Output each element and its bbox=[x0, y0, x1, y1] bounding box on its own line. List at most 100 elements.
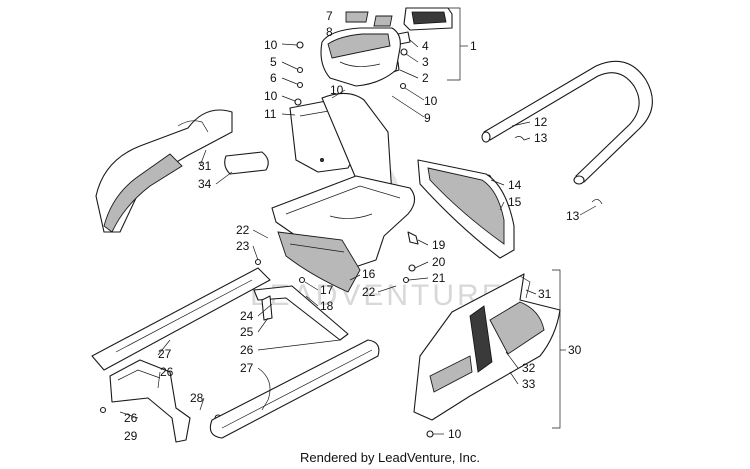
callout-22: 22 bbox=[236, 223, 250, 237]
screw-10a bbox=[296, 41, 304, 49]
leader-c33 bbox=[509, 371, 519, 385]
callout-3: 3 bbox=[422, 55, 429, 69]
leader-c26b bbox=[157, 371, 161, 389]
clamp-13b bbox=[591, 199, 603, 205]
rear-light-cowl bbox=[320, 11, 401, 87]
bracket-30 bbox=[552, 269, 561, 429]
leader-c16 bbox=[349, 274, 361, 281]
callout-11: 11 bbox=[264, 107, 277, 121]
callout-2: 2 bbox=[422, 71, 429, 85]
callout-21: 21 bbox=[432, 271, 446, 285]
callout-29: 29 bbox=[124, 429, 138, 443]
callout-10: 10 bbox=[330, 83, 344, 97]
leader-c4 bbox=[409, 39, 419, 48]
callout-26: 26 bbox=[124, 411, 138, 425]
callout-24: 24 bbox=[240, 309, 254, 323]
grab-handle-end-b bbox=[573, 175, 585, 185]
left-side-panel bbox=[95, 109, 269, 233]
snow-flap bbox=[277, 231, 361, 293]
bracket-29-edge bbox=[117, 369, 161, 381]
callout-10: 10 bbox=[424, 94, 438, 108]
snow-flap-line bbox=[289, 243, 345, 253]
leader-c10b bbox=[281, 95, 296, 102]
leader-c32 bbox=[505, 351, 519, 369]
tail-light-bulb bbox=[400, 48, 408, 56]
callout-10: 10 bbox=[448, 427, 462, 441]
screw-10d bbox=[399, 82, 407, 90]
leader-c11 bbox=[281, 113, 296, 116]
leader-c10c bbox=[331, 89, 346, 99]
rear-flap-hole bbox=[319, 157, 324, 162]
callout-15: 15 bbox=[508, 195, 522, 209]
callout-6: 6 bbox=[270, 71, 277, 85]
leader-c9 bbox=[391, 95, 425, 118]
leader-c13b bbox=[579, 205, 597, 216]
leader-c27a bbox=[157, 339, 171, 356]
leader-c20 bbox=[414, 261, 429, 269]
leader-c26c bbox=[119, 411, 139, 419]
tail-light-lens bbox=[411, 11, 447, 25]
callout-20: 20 bbox=[432, 255, 446, 269]
callout-9: 9 bbox=[424, 111, 431, 125]
rails bbox=[91, 267, 380, 439]
leader-c24 bbox=[257, 303, 273, 317]
rear-cowl-top bbox=[327, 33, 391, 59]
leader-c19 bbox=[417, 239, 429, 246]
callout-22: 22 bbox=[362, 285, 376, 299]
rail-upper bbox=[91, 267, 271, 371]
grab-handle bbox=[481, 60, 653, 205]
callout-26: 26 bbox=[240, 343, 254, 357]
callout-12: 12 bbox=[534, 115, 548, 129]
leader-c34 bbox=[215, 171, 233, 185]
callout-31: 31 bbox=[538, 287, 552, 301]
washer-17 bbox=[298, 276, 306, 284]
leader-c5 bbox=[281, 61, 298, 70]
leader-c12 bbox=[511, 121, 531, 127]
rivet-23 bbox=[254, 258, 262, 266]
callout-5: 5 bbox=[270, 55, 277, 69]
callout-23: 23 bbox=[236, 239, 250, 253]
leader-c17 bbox=[304, 281, 319, 291]
nut-21 bbox=[402, 276, 410, 284]
callout-10: 10 bbox=[264, 38, 278, 52]
decal-33 bbox=[489, 301, 545, 355]
screw-10e bbox=[426, 430, 434, 438]
leader-c18 bbox=[305, 295, 319, 307]
callout-14: 14 bbox=[508, 178, 522, 192]
callout-8: 8 bbox=[326, 25, 333, 39]
leader-c10a bbox=[281, 43, 298, 46]
rail-lower bbox=[209, 339, 380, 439]
clamp-13a bbox=[514, 136, 525, 141]
reflector-7 bbox=[345, 11, 369, 23]
trim-cover-34 bbox=[224, 151, 269, 175]
right-window-glass bbox=[427, 167, 505, 245]
rail-upper-slot bbox=[115, 279, 253, 353]
nut-5 bbox=[296, 66, 304, 74]
rear-cowl-detail bbox=[339, 61, 381, 67]
callout-32: 32 bbox=[522, 361, 536, 375]
bracket-28-29 bbox=[109, 359, 191, 443]
reflector-8 bbox=[373, 15, 393, 27]
nut-20 bbox=[408, 264, 416, 272]
snow-flap-body bbox=[277, 231, 361, 293]
callout-13: 13 bbox=[534, 131, 548, 145]
callout-13: 13 bbox=[566, 209, 580, 223]
right-rear-panel bbox=[413, 269, 566, 429]
screw-10b bbox=[294, 98, 302, 106]
leader-lines bbox=[119, 39, 597, 435]
left-panel-stripe bbox=[103, 153, 183, 233]
callout-18: 18 bbox=[320, 299, 334, 313]
rivet-26c bbox=[99, 406, 107, 414]
callout-33: 33 bbox=[522, 377, 536, 391]
callout-7: 7 bbox=[326, 9, 333, 23]
decal-32 bbox=[469, 305, 493, 373]
leader-c14 bbox=[490, 179, 505, 186]
callout-25: 25 bbox=[240, 325, 254, 339]
leader-c27b bbox=[257, 367, 271, 411]
leader-c31a bbox=[199, 149, 207, 167]
washer-6 bbox=[296, 81, 304, 89]
callout-27: 27 bbox=[158, 347, 172, 361]
leader-c6 bbox=[281, 77, 298, 85]
